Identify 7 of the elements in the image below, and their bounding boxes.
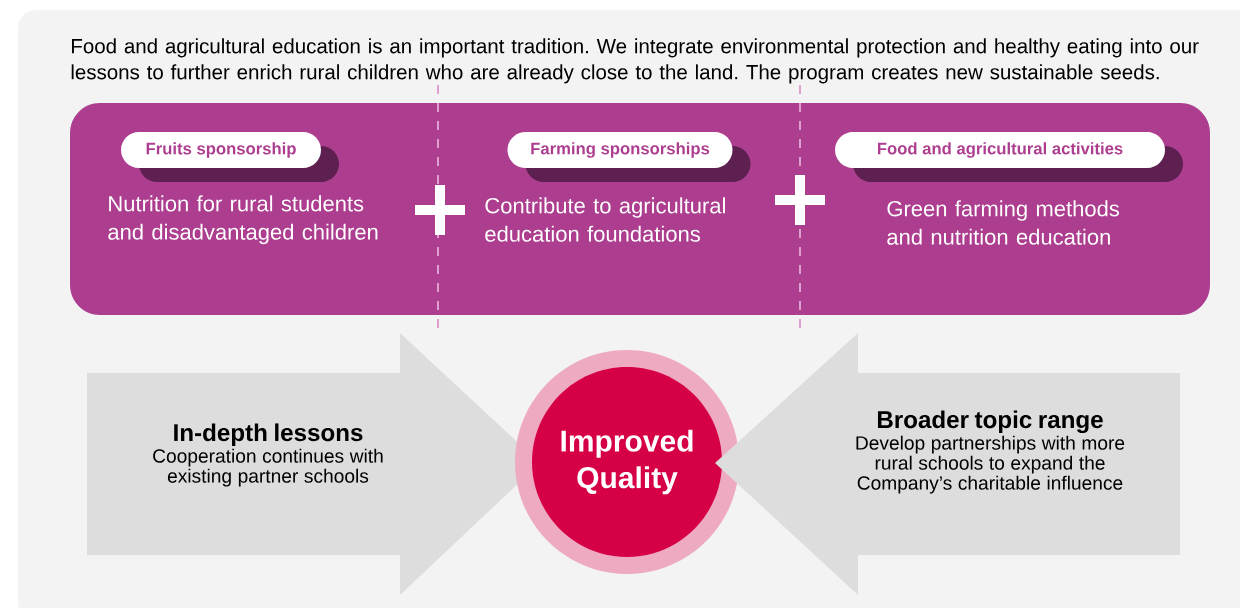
intro-text: Food and agricultural education is an important tradition. We integrate environmental protection and healthy eating into our lessons to further enrich rural children who are already close to the land. The program creates new sustainable seeds. (71, 38, 1199, 84)
tag-pill: Fruits sponsorship (121, 132, 339, 182)
description-text: Nutrition for rural students and disadvantaged children (108, 195, 378, 245)
tag-pill: Farming sponsorships (507, 132, 751, 182)
description-text: Contribute to agricultural education foundations (485, 197, 725, 242)
description-text: Green farming methods and nutrition education (887, 200, 1120, 245)
tag-pill: Food and agricultural activities (835, 132, 1183, 182)
